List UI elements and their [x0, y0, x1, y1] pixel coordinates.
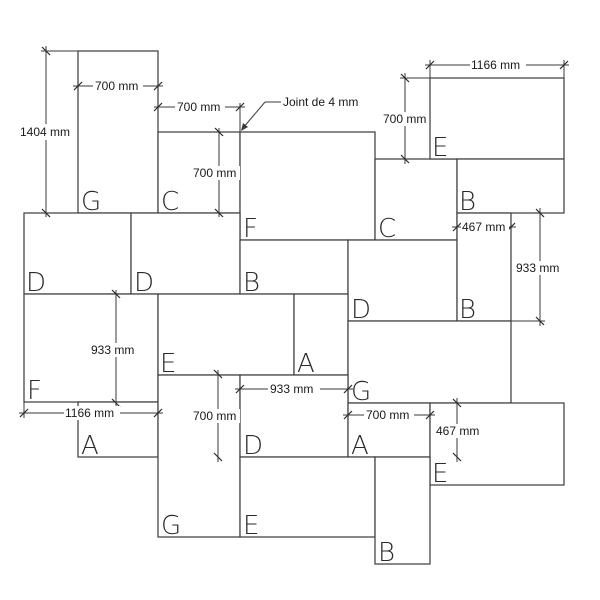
slab-label: F — [27, 376, 42, 406]
slab-label: B — [459, 187, 476, 217]
dimension-467-bottom-right: 467 mm — [434, 398, 484, 462]
slab-d-center-right — [347, 239, 458, 322]
dimension-700-bottom-mid: 700 mm — [192, 369, 240, 462]
slab-label: G — [81, 187, 101, 217]
dimension-label: 1166 mm — [471, 58, 520, 72]
slab-b-top-right — [456, 158, 565, 214]
dimension-700-top-left: 700 mm — [73, 79, 163, 93]
slab-d-left-center — [130, 212, 241, 295]
dimension-label: 933 mm — [516, 261, 559, 275]
dimension-label: 700 mm — [95, 79, 138, 93]
slab-g-top-left — [77, 50, 159, 214]
slab-label: G — [351, 377, 371, 407]
slab-label: B — [378, 538, 395, 568]
slab-label: A — [81, 431, 99, 461]
dimension-700-right-e: 700 mm — [381, 73, 430, 164]
dimension-lines: 1404 mm 700 mm 700 mm 700 mm — [18, 46, 569, 462]
joint-note-label: Joint de 4 mm — [283, 95, 358, 109]
dimension-label: 700 mm — [193, 409, 236, 423]
slab-label: D — [243, 431, 263, 461]
dimension-label: 1166 mm — [65, 406, 114, 420]
dimension-467-b-width: 467 mm — [452, 220, 516, 234]
slab-e-center — [157, 293, 295, 376]
slab-label: A — [297, 349, 315, 379]
slab-label: A — [351, 431, 369, 461]
slab-label: D — [26, 268, 46, 298]
slab-label: E — [432, 133, 448, 163]
slab-label: B — [243, 268, 260, 298]
dimension-933-right: 933 mm — [511, 208, 566, 326]
dimension-700-c-width: 700 mm — [153, 100, 245, 132]
slab-label: G — [161, 511, 181, 541]
slab-g-center-right — [347, 320, 512, 404]
dimension-1166-top-right: 1166 mm — [425, 58, 569, 78]
slab-label: C — [161, 187, 179, 217]
dimension-933-center: 933 mm — [235, 382, 353, 396]
slab-label: E — [160, 349, 176, 379]
slab-label: E — [243, 511, 259, 541]
dimension-label: 467 mm — [462, 220, 505, 234]
dimension-label: 467 mm — [436, 424, 479, 438]
joint-note: Joint de 4 mm — [241, 95, 358, 131]
dimension-label: 700 mm — [177, 100, 220, 114]
slab-label: F — [243, 214, 258, 244]
dimension-1404-vertical: 1404 mm — [18, 46, 78, 218]
dimension-label: 933 mm — [91, 343, 134, 357]
slab-a-center — [293, 293, 349, 376]
dimension-700-bottom-right: 700 mm — [343, 408, 435, 422]
slab-e-bottom — [239, 456, 376, 538]
slab-e-top-right — [429, 77, 565, 160]
dimension-label: 1404 mm — [20, 125, 70, 139]
slab-b-center — [239, 239, 349, 295]
dimension-933-left-mid: 933 mm — [90, 289, 142, 408]
slab-d-left — [23, 212, 132, 295]
slab-g-bottom — [157, 374, 241, 538]
slab-label: D — [351, 295, 371, 325]
slab-label: D — [134, 268, 154, 298]
dimension-label: 700 mm — [193, 166, 236, 180]
slab-label: C — [378, 214, 396, 244]
slab-b-bottom — [374, 456, 431, 565]
slab-f-top-center — [239, 131, 376, 241]
slabs: G C F C E B D D B D B F — [23, 50, 565, 568]
dimension-label: 933 mm — [270, 382, 313, 396]
slab-e-bottom-right — [429, 402, 565, 486]
dimension-label: 700 mm — [366, 408, 409, 422]
slab-label: B — [459, 295, 476, 325]
slab-label: E — [432, 459, 448, 489]
dimension-1166-bottom-left: 1166 mm — [19, 402, 163, 420]
dimension-700-c-height: 700 mm — [192, 127, 240, 218]
dimension-label: 700 mm — [383, 112, 426, 126]
